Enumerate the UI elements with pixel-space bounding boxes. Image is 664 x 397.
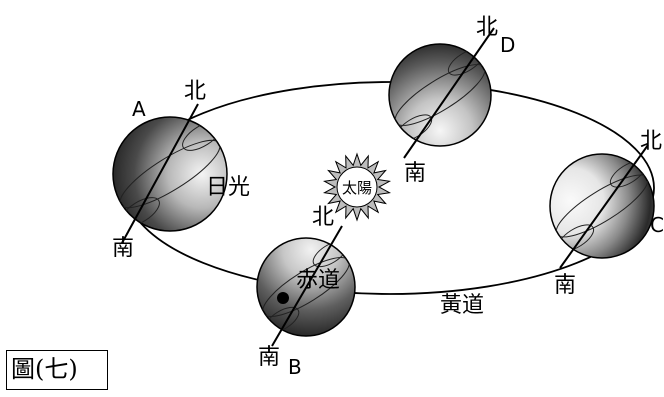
earth-position-c (549, 144, 655, 269)
earth-position-b (256, 225, 356, 347)
north-label-b: 北 (312, 205, 334, 230)
south-label-c: 南 (554, 273, 576, 298)
label-b: B (288, 355, 302, 379)
ecliptic-label: 黃道 (440, 293, 484, 318)
label-d: D (500, 33, 515, 57)
label-a: A (132, 97, 146, 121)
south-label-b: 南 (258, 345, 280, 370)
sunlight-label: 日光 (206, 175, 250, 200)
figure-caption: 圖(七) (6, 350, 108, 390)
north-label-d: 北 (476, 15, 498, 40)
earth-position-a (112, 103, 228, 244)
label-c: C (650, 213, 664, 237)
equator-label: 赤道 (296, 268, 340, 293)
earth-position-d (388, 27, 495, 159)
south-label-a: 南 (112, 236, 134, 261)
north-label-a: 北 (184, 79, 206, 104)
north-label-c: 北 (640, 129, 662, 154)
sun-icon: 太陽 (322, 152, 392, 222)
south-label-d: 南 (404, 161, 426, 186)
sun-label: 太陽 (342, 179, 372, 197)
